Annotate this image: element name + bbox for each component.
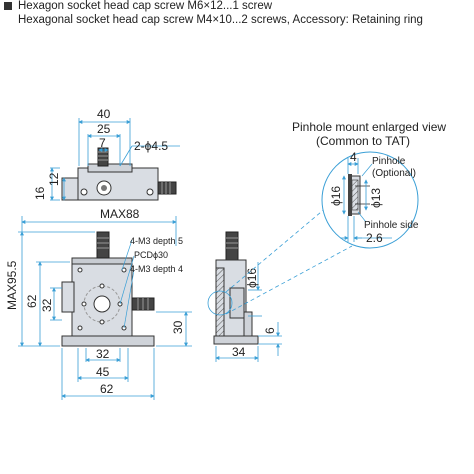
inset-title: Pinhole mount enlarged view (292, 120, 446, 134)
dim-12: 12 (47, 172, 61, 186)
dim-hole: 2-ϕ4.5 (134, 139, 168, 153)
dim-62-horizontal: 62 (100, 382, 114, 396)
screw-note-2: Hexagonal socket head cap screw M4×10...… (18, 14, 423, 26)
bullet-icon (4, 2, 12, 10)
dim-16: 16 (33, 186, 47, 200)
screw-note-1: Hexagon socket head cap screw M6×12...1 … (18, 0, 273, 12)
enlargement-leader-bottom (225, 245, 353, 315)
enlargement-leader-top (225, 195, 341, 293)
inset-dim-4: 4 (350, 150, 357, 164)
inset-dim-2-6: 2.6 (366, 231, 383, 245)
dim-32-vertical: 32 (40, 298, 54, 312)
inset-subtitle: (Common to TAT) (316, 134, 410, 148)
side-view: ϕ16 6 34 (207, 231, 282, 362)
pinhole-inset: Pinhole mount enlarged view (Common to T… (292, 120, 446, 249)
callout-m3-depth5: 4-M3 depth 5 (130, 236, 183, 246)
dim-7: 7 (99, 136, 106, 150)
dim-32-horizontal: 32 (96, 347, 110, 361)
dim-max88: MAX88 (100, 207, 140, 221)
dim-45: 45 (96, 365, 110, 379)
side-dim-34: 34 (232, 345, 246, 359)
inset-optional-label: (Optional) (372, 168, 416, 179)
side-dim-phi16: ϕ16 (245, 268, 259, 288)
inset-dim-phi16: ϕ16 (329, 186, 343, 206)
dim-40: 40 (97, 107, 111, 121)
side-dim-6: 6 (263, 327, 277, 334)
callout-pcd30: PCDϕ30 (134, 250, 168, 260)
dim-max95-5: MAX95.5 (5, 260, 19, 310)
inset-pinhole-side-label: Pinhole side (364, 220, 419, 231)
inset-pinhole-label: Pinhole (372, 156, 406, 167)
dim-30: 30 (171, 320, 185, 334)
callout-m3-depth4: 4-M3 depth 4 (130, 264, 183, 274)
inset-dim-phi13: ϕ13 (369, 188, 383, 208)
front-view: MAX88 MAX95.5 62 (5, 207, 192, 400)
top-view: 40 25 7 2-ϕ4.5 16 12 (33, 107, 180, 201)
header-notes: Hexagon socket head cap screw M6×12...1 … (4, 0, 470, 44)
dim-62-vertical: 62 (25, 294, 39, 308)
dim-25: 25 (97, 122, 111, 136)
